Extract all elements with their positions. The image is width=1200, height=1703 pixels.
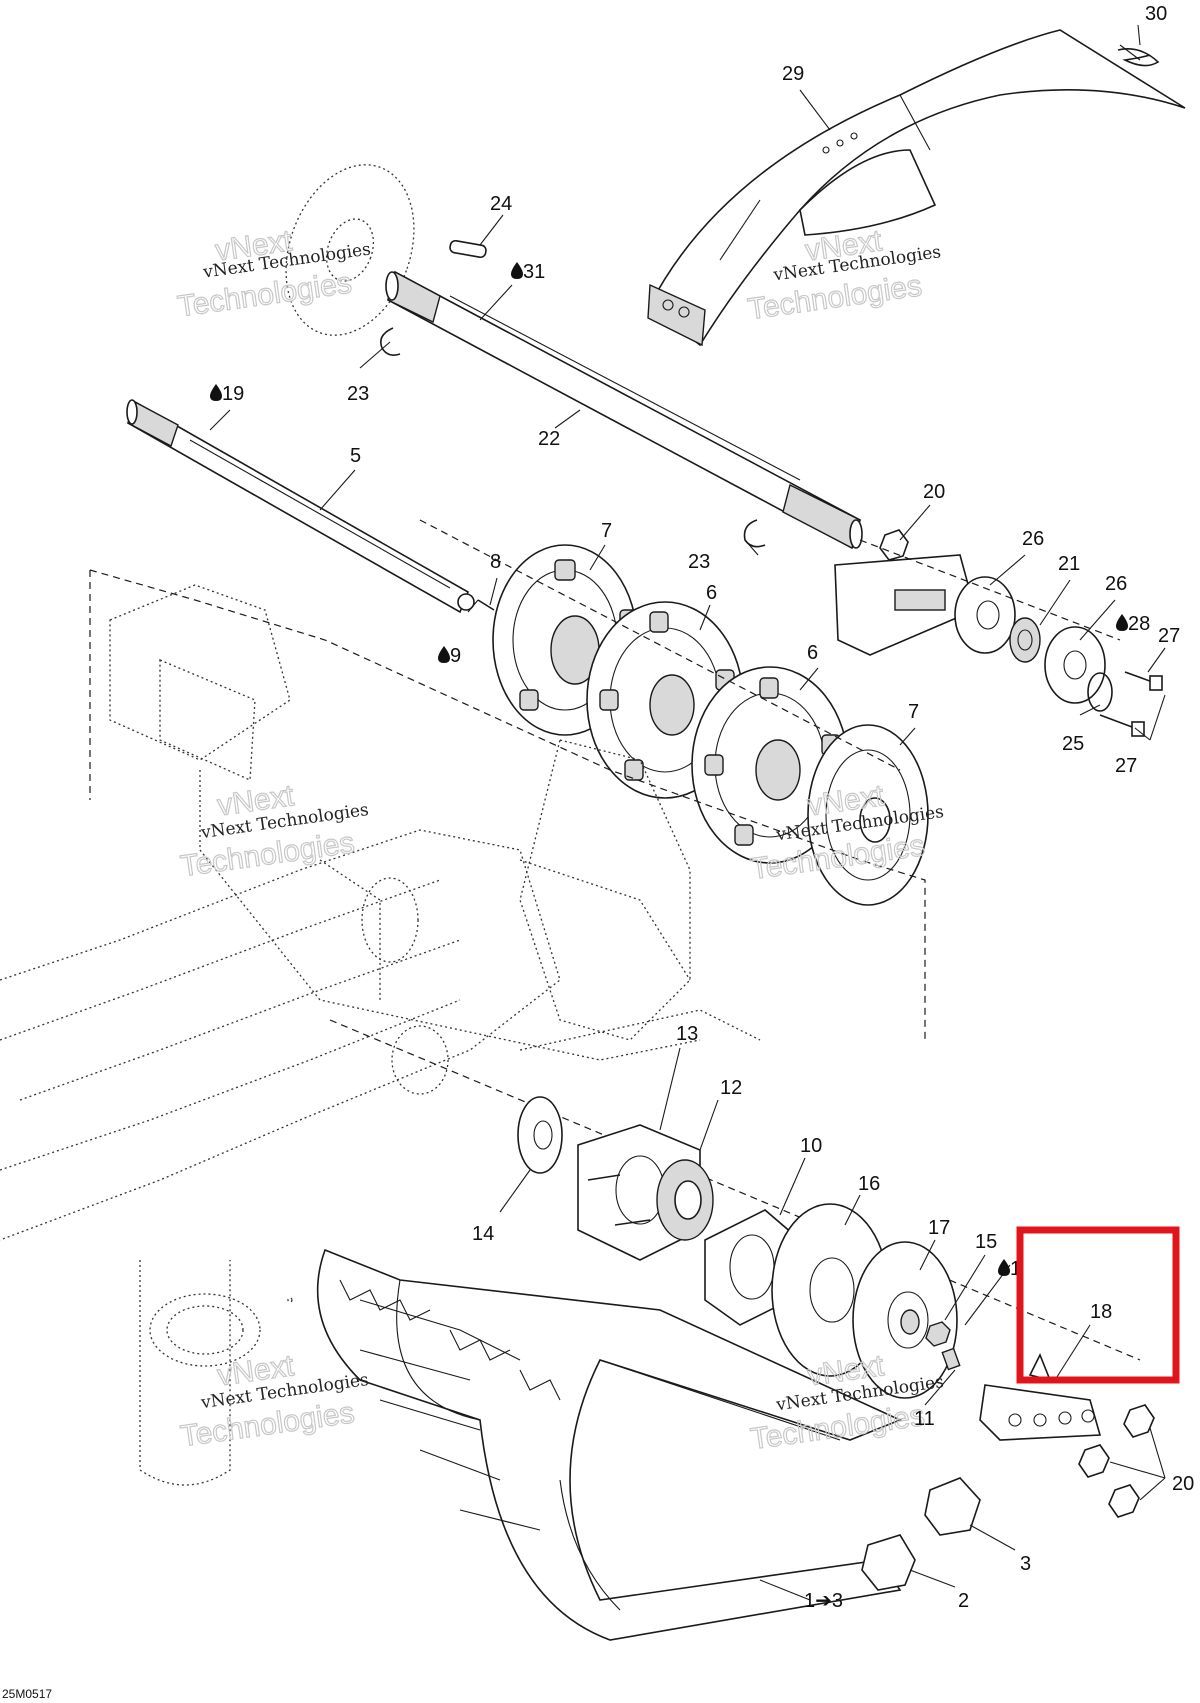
drawing-code: 25M0517 (2, 1687, 52, 1701)
fender-clip-part-30 (1117, 44, 1160, 67)
callout-1-to-3: 1➔3 (804, 1590, 843, 1612)
callout-20-lower: 20 (1172, 1473, 1194, 1495)
callout-6-a: 6 (706, 582, 717, 604)
callout-7-front: 7 (908, 701, 919, 723)
bolt-part-11 (941, 1347, 961, 1371)
callout-6-b: 6 (807, 642, 818, 664)
watermark-mid-left: vNext vNext Technologies Technologies (178, 779, 370, 884)
sprocket-part-7-front (807, 724, 929, 906)
callout-18: 18 (1090, 1301, 1112, 1323)
track-part-1 (316, 1248, 903, 1641)
screw-part-27-lower (1099, 714, 1145, 737)
lubricant-drop-icons (210, 262, 1128, 1276)
callout-23-lower: 23 (688, 551, 710, 573)
retainer-plate-part-26-left (954, 576, 1016, 654)
callout-2: 2 (958, 1590, 969, 1612)
nut-part-15 (925, 1321, 951, 1347)
callout-26-right: 26 (1105, 573, 1127, 595)
assembly-axis-line (329, 519, 1141, 1361)
svg-text:Technologies: Technologies (746, 269, 924, 326)
nut-part-20-b (1078, 1444, 1110, 1478)
bearing-part-12 (656, 1159, 714, 1241)
idler-wheel-part-17 (852, 1241, 958, 1399)
callout-3: 3 (1020, 1553, 1031, 1575)
lubricant-drop-icon (511, 262, 523, 279)
grease-fitting-part-8 (477, 599, 495, 611)
retainer-plate-part-26-right (1044, 626, 1106, 704)
circlip-part-23-upper (380, 327, 401, 356)
watermark-top-left: vNext vNext Technologies Technologies (175, 224, 372, 324)
callout-24: 24 (490, 193, 512, 215)
callout-20-upper: 20 (923, 481, 945, 503)
callout-11: 11 (914, 1408, 935, 1430)
callout-13: 13 (676, 1023, 698, 1045)
highlight-box-part-18 (1016, 1226, 1180, 1384)
callout-28: 28 (1128, 613, 1150, 635)
chassis-frame-reference (0, 569, 926, 1486)
svg-text:Technologies: Technologies (176, 266, 354, 323)
callout-12: 12 (720, 1077, 742, 1099)
callout-1-lube: 1 (1010, 1258, 1021, 1280)
callout-14: 14 (472, 1223, 494, 1245)
callout-30: 30 (1145, 3, 1167, 25)
callout-29: 29 (782, 63, 804, 85)
callout-labels: 30 29 24 31 23 19 5 22 20 26 21 26 28 27… (222, 3, 1194, 1612)
lubricant-drop-icon (1116, 614, 1128, 631)
callout-8: 8 (490, 551, 501, 573)
bearing-housing-bracket (834, 554, 976, 656)
lubricant-drop-icon (210, 384, 222, 401)
callout-9: 9 (450, 645, 461, 667)
callout-25: 25 (1062, 733, 1084, 755)
callout-5: 5 (350, 445, 361, 467)
callout-17: 17 (928, 1217, 950, 1239)
nut-part-20-c (1108, 1484, 1140, 1518)
screw-part-27-upper (1124, 671, 1163, 691)
callout-leader-lines (209, 24, 1166, 1601)
nut-part-20-a (1123, 1404, 1155, 1438)
lubricant-drop-icon (438, 646, 450, 663)
rear-fender-part-29 (647, 29, 1186, 347)
spacer-part-14 (517, 1096, 563, 1174)
axle-bracket-part-18 (979, 1353, 1102, 1441)
callout-23-upper: 23 (347, 383, 369, 405)
callout-26-left: 26 (1022, 528, 1044, 550)
drive-shaft-part-22 (385, 270, 863, 550)
callout-27-lower: 27 (1115, 755, 1137, 777)
callout-22: 22 (538, 428, 560, 450)
key-part-24 (449, 239, 487, 259)
callout-7-rear: 7 (601, 520, 612, 542)
slider-part-2 (861, 1534, 916, 1591)
slider-part-3 (924, 1477, 981, 1536)
nut-part-20-upper (879, 529, 909, 561)
callout-15: 15 (975, 1231, 997, 1253)
callout-21: 21 (1058, 553, 1080, 575)
brake-disc-reference (285, 164, 415, 336)
callout-27-upper: 27 (1158, 625, 1180, 647)
callout-31: 31 (523, 261, 545, 283)
bearing-part-21 (1009, 617, 1041, 663)
callout-16: 16 (858, 1173, 880, 1195)
axle-shaft-part-5 (126, 399, 475, 614)
lubricant-drop-icon (998, 1259, 1010, 1276)
callout-19: 19 (222, 383, 244, 405)
callout-10: 10 (800, 1135, 822, 1157)
o-ring-part-25 (1087, 672, 1113, 712)
